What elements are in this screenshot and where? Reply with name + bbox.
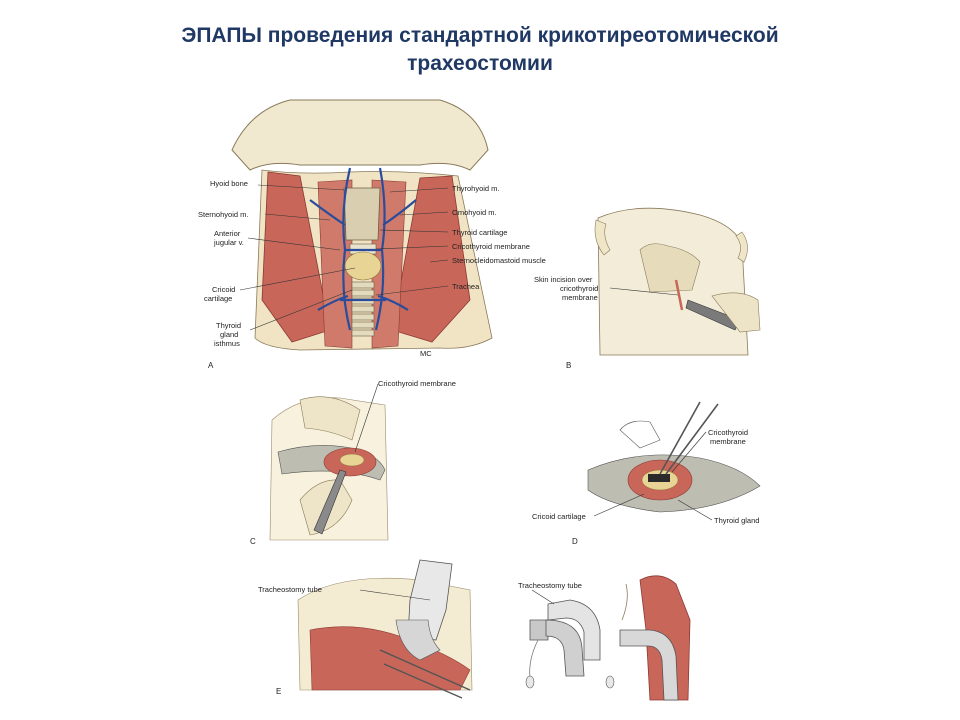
panel-a-label-isthmus: isthmus [214, 339, 240, 348]
panel-a-right-scm-muscle [391, 175, 471, 343]
panel-e-pilot-line [529, 639, 539, 679]
panel-a-label-cricothyroid-membrane: Cricothyroid membrane [452, 242, 530, 251]
panel-b-scalpel-icon [685, 299, 741, 331]
panel-e-forceps-icon [379, 649, 471, 699]
panel-a-chin-skin [231, 99, 489, 171]
panel-d-letter: D [572, 537, 578, 546]
panel-a-label-thyroid-cartilage: Thyroid cartilage [452, 228, 507, 237]
panel-a-neck-anatomy: Hyoid bone Sternohyoid m. Anterior jugul… [198, 99, 546, 370]
panel-c-cricothyroid-membrane [339, 453, 365, 467]
panel-b-label-line-3: membrane [562, 293, 598, 302]
slide-title-line-2: трахеостомии [407, 52, 553, 75]
panel-d-label-thyroid-gland: Thyroid gland [714, 516, 759, 525]
panel-b-left-ear [594, 219, 611, 256]
panel-c-membrane-puncture: Cricothyroid membrane C [250, 379, 456, 546]
panel-e-outer-cannula [545, 619, 585, 677]
panel-d-hook [619, 420, 661, 449]
panel-e-leader-line-1 [359, 589, 431, 601]
panel-e-sagittal-view [605, 575, 691, 701]
panel-b-right-ear [735, 231, 748, 263]
panel-a-label-thyrohyoid: Thyrohyoid m. [452, 184, 500, 193]
slide-title-line-1: ЭПАПЫ проведения стандартной крикотиреот… [181, 24, 779, 47]
panel-c-leader-line [354, 383, 379, 453]
panel-b-hand-holding-larynx [639, 243, 701, 293]
panel-e-inner-cannula [547, 599, 601, 661]
panel-e-label-tube-1: Tracheostomy tube [258, 585, 322, 594]
panel-d-label-cricothyroid: Cricothyroid [708, 428, 748, 437]
panel-a-label-trachea: Trachea [452, 282, 480, 291]
panel-b-skin-incision: Skin incision over cricothyroid membrane… [534, 207, 761, 370]
panel-e-pilot-balloon [525, 675, 535, 689]
panel-a-thyroid-gland [344, 251, 382, 281]
panel-b-label-line-2: cricothyroid [560, 284, 598, 293]
panel-d-label-membrane: membrane [710, 437, 746, 446]
panel-e-leader-line-2 [531, 589, 555, 605]
panel-a-label-hyoid-bone: Hyoid bone [210, 179, 248, 188]
panel-c-letter: C [250, 537, 256, 546]
panel-a-label-anterior: Anterior [214, 229, 241, 238]
panel-a-label-gland: gland [220, 330, 238, 339]
panel-a-label-jugular-v: jugular v. [213, 238, 244, 247]
panel-b-incision [674, 279, 684, 311]
panel-b-operator-hand [711, 292, 761, 333]
panel-a-label-thyroid: Thyroid [216, 321, 241, 330]
panel-a-anterior-jugular-veins [309, 167, 417, 331]
panel-e-label-tube-2: Tracheostomy tube [518, 581, 582, 590]
panel-e-letter: E [276, 687, 281, 696]
panel-c-upper-hand [299, 396, 361, 441]
panel-a-label-sternohyoid: Sternohyoid m. [198, 210, 248, 219]
panel-e-tube-shaft [395, 619, 441, 661]
panel-d-leader-lines [593, 431, 713, 521]
panel-e-sagittal-tube [619, 629, 679, 701]
panel-a-thyroid-cartilage [343, 187, 381, 241]
panel-b-label-line-1: Skin incision over [534, 275, 593, 284]
slide-title: ЭПАПЫ проведения стандартной крикотиреот… [60, 22, 900, 78]
panel-d-dilator-icon [659, 401, 719, 475]
panel-b-leader-line [609, 287, 679, 296]
panel-a-label-cartilage: cartilage [204, 294, 232, 303]
panel-a-trachea [351, 281, 375, 337]
panel-a-signature: MC [420, 349, 432, 358]
panel-b-letter: B [566, 361, 571, 370]
panel-c-scalpel-icon [313, 469, 347, 535]
panel-c-label-cricothyroid-membrane: Cricothyroid membrane [378, 379, 456, 388]
panel-a-left-scm-muscle [261, 171, 331, 343]
panel-d-dilation: Cricothyroid membrane Cricoid cartilage … [532, 401, 761, 546]
panel-d-incision-opening [648, 474, 670, 482]
panel-a-label-cricoid: Cricoid [212, 285, 235, 294]
panel-e-tracheostomy-tube-drawing: Tracheostomy tube [518, 581, 601, 689]
panel-e-tube-hub [529, 619, 549, 641]
panel-a-leader-lines [239, 184, 449, 331]
panel-a-label-scm: Sternocleidomastoid muscle [452, 256, 546, 265]
panel-a-label-omohyoid: Omohyoid m. [452, 208, 497, 217]
panel-d-label-cricoid-cartilage: Cricoid cartilage [532, 512, 586, 521]
panel-e-tube-insertion: Tracheostomy tube E Tracheostomy tube [258, 559, 691, 701]
panel-e-sagittal-skin [621, 583, 628, 621]
panel-e-sagittal-balloon [605, 675, 615, 689]
panel-a-letter: A [208, 361, 214, 370]
